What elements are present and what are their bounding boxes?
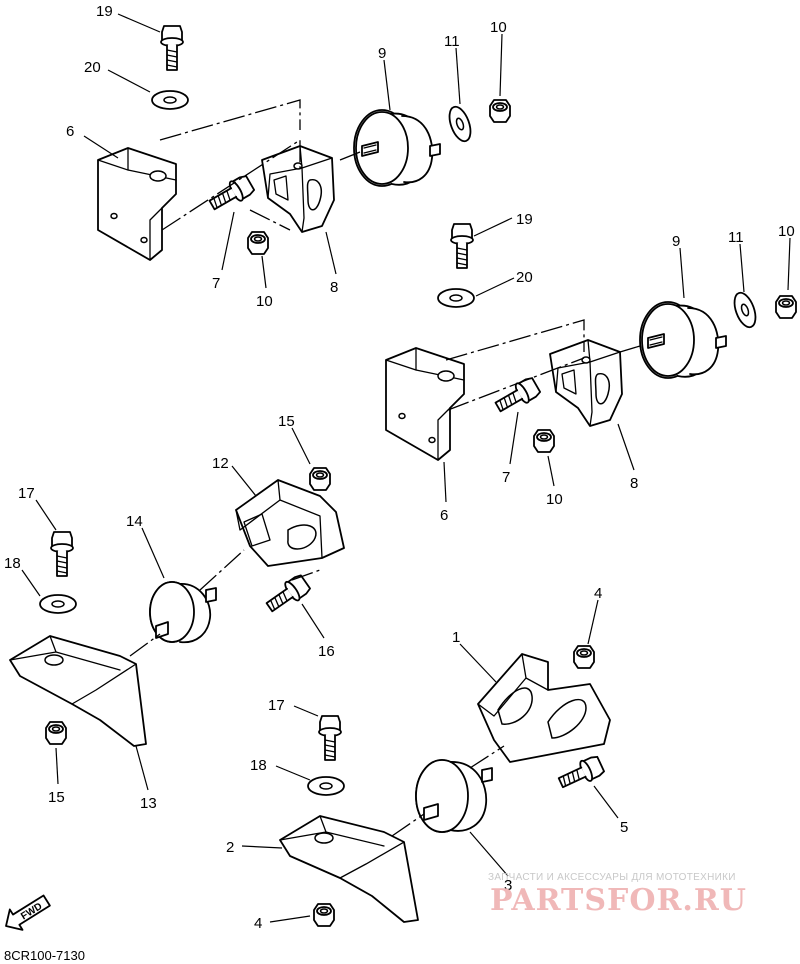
callout-8-b: 8	[630, 475, 638, 492]
assembly-c	[9, 467, 345, 747]
callout-3-d: 3	[504, 877, 512, 894]
watermark-logo: PARTSFOR.RU	[490, 883, 747, 918]
callout-9-b: 9	[672, 233, 680, 250]
callout-17-d: 17	[268, 697, 285, 714]
assembly-b	[385, 223, 797, 461]
callout-5-d: 5	[620, 819, 628, 836]
callout-10-b-bottom: 10	[546, 491, 563, 508]
callout-6-b: 6	[440, 507, 448, 524]
callout-8-a: 8	[330, 279, 338, 296]
callout-11-a: 11	[444, 33, 460, 50]
callout-7-a: 7	[212, 275, 220, 292]
diagram-code: 8CR100-7130	[4, 948, 85, 963]
callout-18-d: 18	[250, 757, 267, 774]
callout-13-c: 13	[140, 795, 157, 812]
assembly-d	[279, 645, 611, 927]
callout-7-b: 7	[502, 469, 510, 486]
callout-14-c: 14	[126, 513, 143, 530]
callout-10-a-top: 10	[490, 19, 507, 36]
callout-12-c: 12	[212, 455, 229, 472]
callout-10-a-bottom: 10	[256, 293, 273, 310]
callout-2-d: 2	[226, 839, 234, 856]
callout-20-a: 20	[84, 59, 101, 76]
callout-labels: 19 20 6 7 10 8 9 11 10 19 20 9 11 10 7 1…	[4, 3, 795, 932]
callout-18-c: 18	[4, 555, 21, 572]
callout-15-c-bottom: 15	[48, 789, 65, 806]
callout-6-a: 6	[66, 123, 74, 140]
callout-1-d: 1	[452, 629, 460, 646]
callout-20-b: 20	[516, 269, 533, 286]
callout-4-d-bottom: 4	[254, 915, 262, 932]
callout-19-a: 19	[96, 3, 113, 20]
callout-19-b: 19	[516, 211, 533, 228]
callout-15-c-top: 15	[278, 413, 295, 430]
leader-lines	[21, 13, 791, 923]
watermark-tagline: ЗАПЧАСТИ И АКСЕССУАРЫ ДЛЯ МОТОТЕХНИКИ	[488, 872, 736, 883]
callout-9-a: 9	[378, 45, 386, 62]
callout-10-b-top: 10	[778, 223, 795, 240]
callout-11-b: 11	[728, 229, 744, 246]
fwd-arrow-icon: FWD	[5, 894, 51, 931]
callout-17-c: 17	[18, 485, 35, 502]
assembly-a	[97, 25, 511, 261]
callout-16-c: 16	[318, 643, 335, 660]
callout-4-d-top: 4	[594, 585, 602, 602]
watermark: ЗАПЧАСТИ И АКСЕССУАРЫ ДЛЯ МОТОТЕХНИКИ PA…	[488, 872, 747, 918]
